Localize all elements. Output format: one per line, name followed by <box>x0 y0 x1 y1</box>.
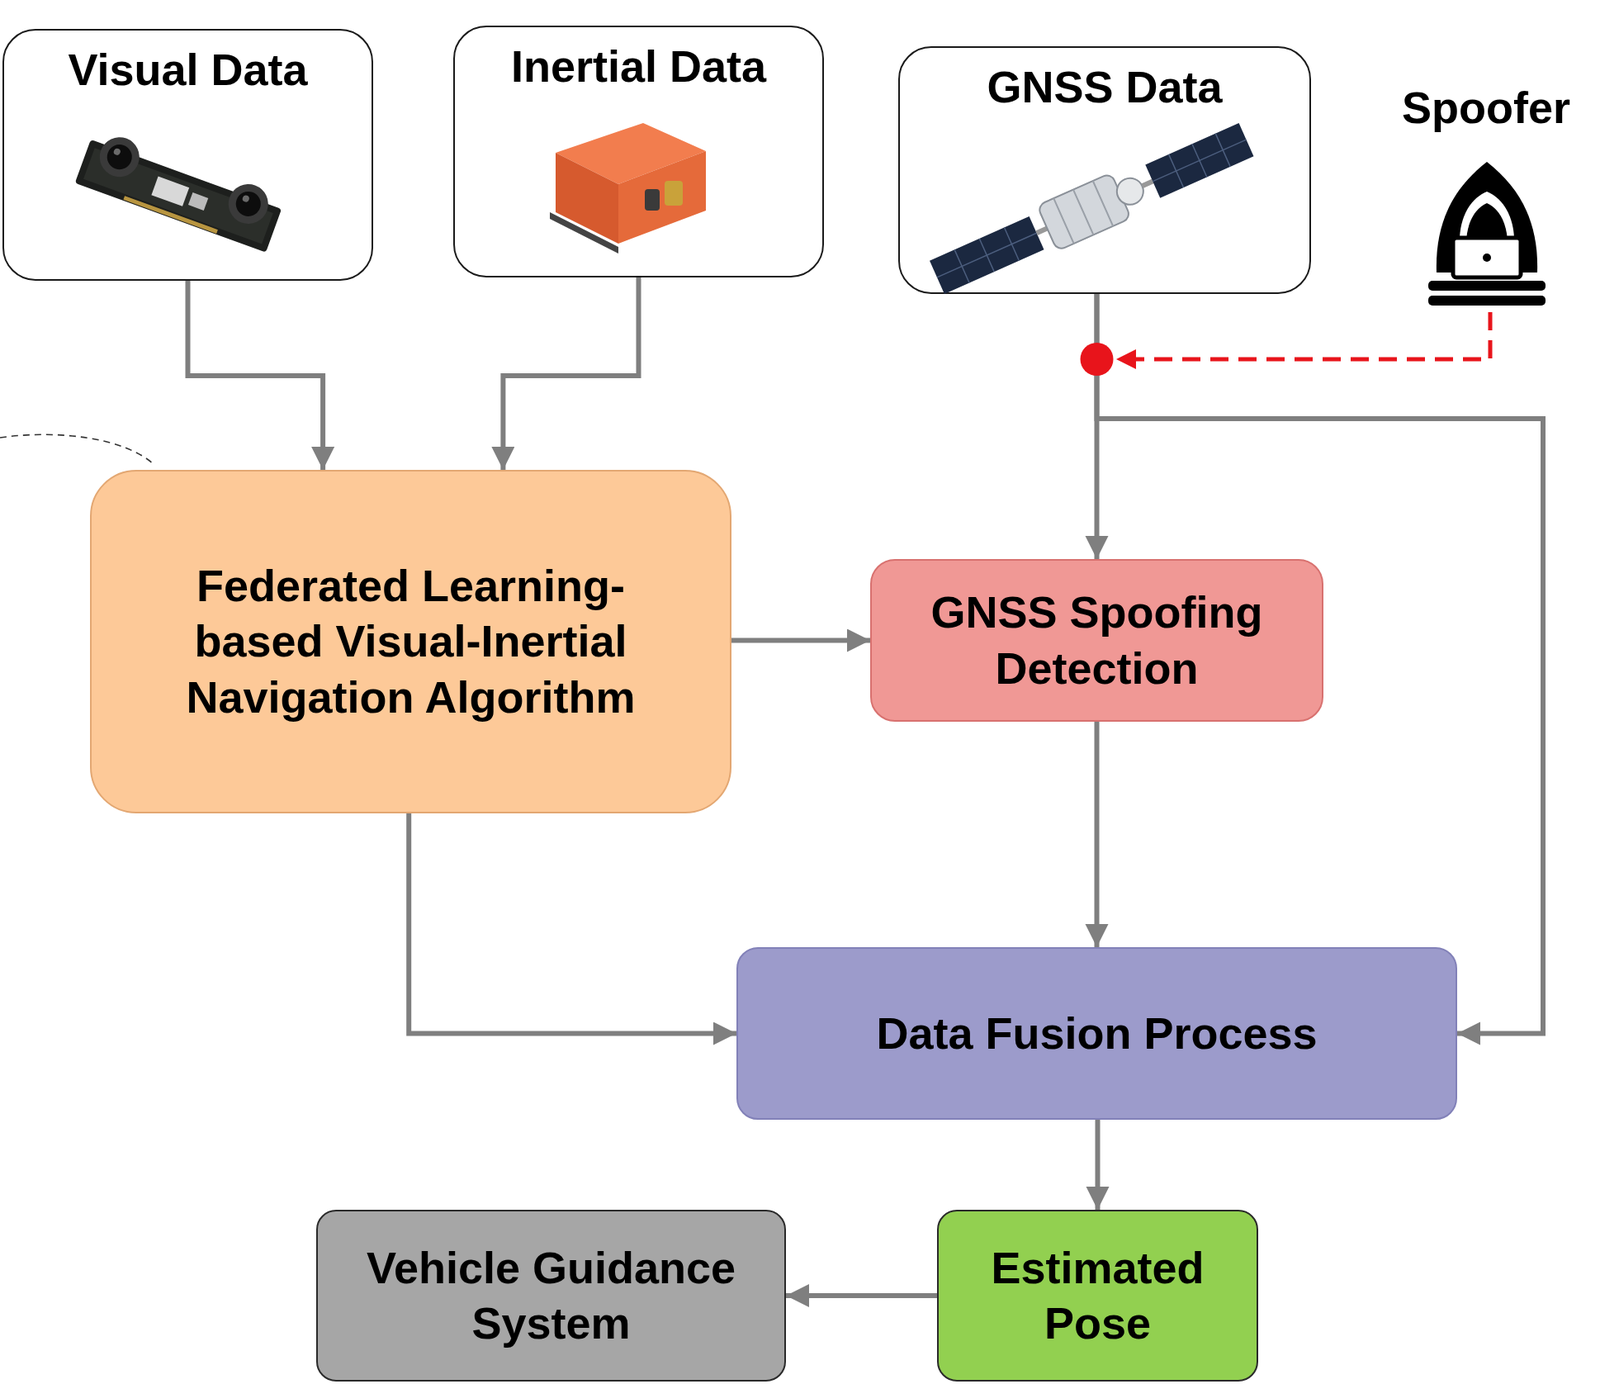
sensor-box: Visual Data <box>2 28 374 281</box>
flow-arrow <box>1095 1119 1101 1210</box>
process-box: GNSS Spoofing Detection <box>870 558 1324 722</box>
output-box: Estimated Pose <box>937 1209 1259 1382</box>
process-box: Data Fusion Process <box>736 946 1458 1120</box>
node-label: Vehicle Guidance System <box>337 1240 765 1352</box>
node-label: Visual Data <box>67 42 308 99</box>
flow-arrow <box>502 277 639 470</box>
flow-arrow <box>408 813 737 1034</box>
flow-arrow <box>731 638 871 644</box>
hacker-icon <box>1428 161 1546 306</box>
dashed-curve <box>0 434 154 464</box>
injection-point <box>1080 342 1114 376</box>
output-box: Vehicle Guidance System <box>316 1209 786 1382</box>
node-label: Estimated Pose <box>958 1240 1237 1352</box>
process-box: Federated Learning-based Visual-Inertial… <box>89 469 732 814</box>
node-label: GNSS Spoofing Detection <box>891 584 1302 696</box>
node-label: Inertial Data <box>511 38 767 95</box>
flow-arrow <box>188 280 324 470</box>
flow-arrow <box>785 1292 938 1298</box>
sensor-box: GNSS Data <box>898 46 1312 294</box>
flow-arrow <box>1094 721 1100 947</box>
actor-label: Spoofer <box>1401 80 1571 135</box>
spoof-injection-line <box>1116 312 1491 360</box>
node-label: Data Fusion Process <box>875 1005 1317 1062</box>
node-label: GNSS Data <box>986 59 1222 116</box>
sensor-box: Inertial Data <box>453 25 824 278</box>
node-label: Federated Learning-based Visual-Inertial… <box>146 558 676 726</box>
